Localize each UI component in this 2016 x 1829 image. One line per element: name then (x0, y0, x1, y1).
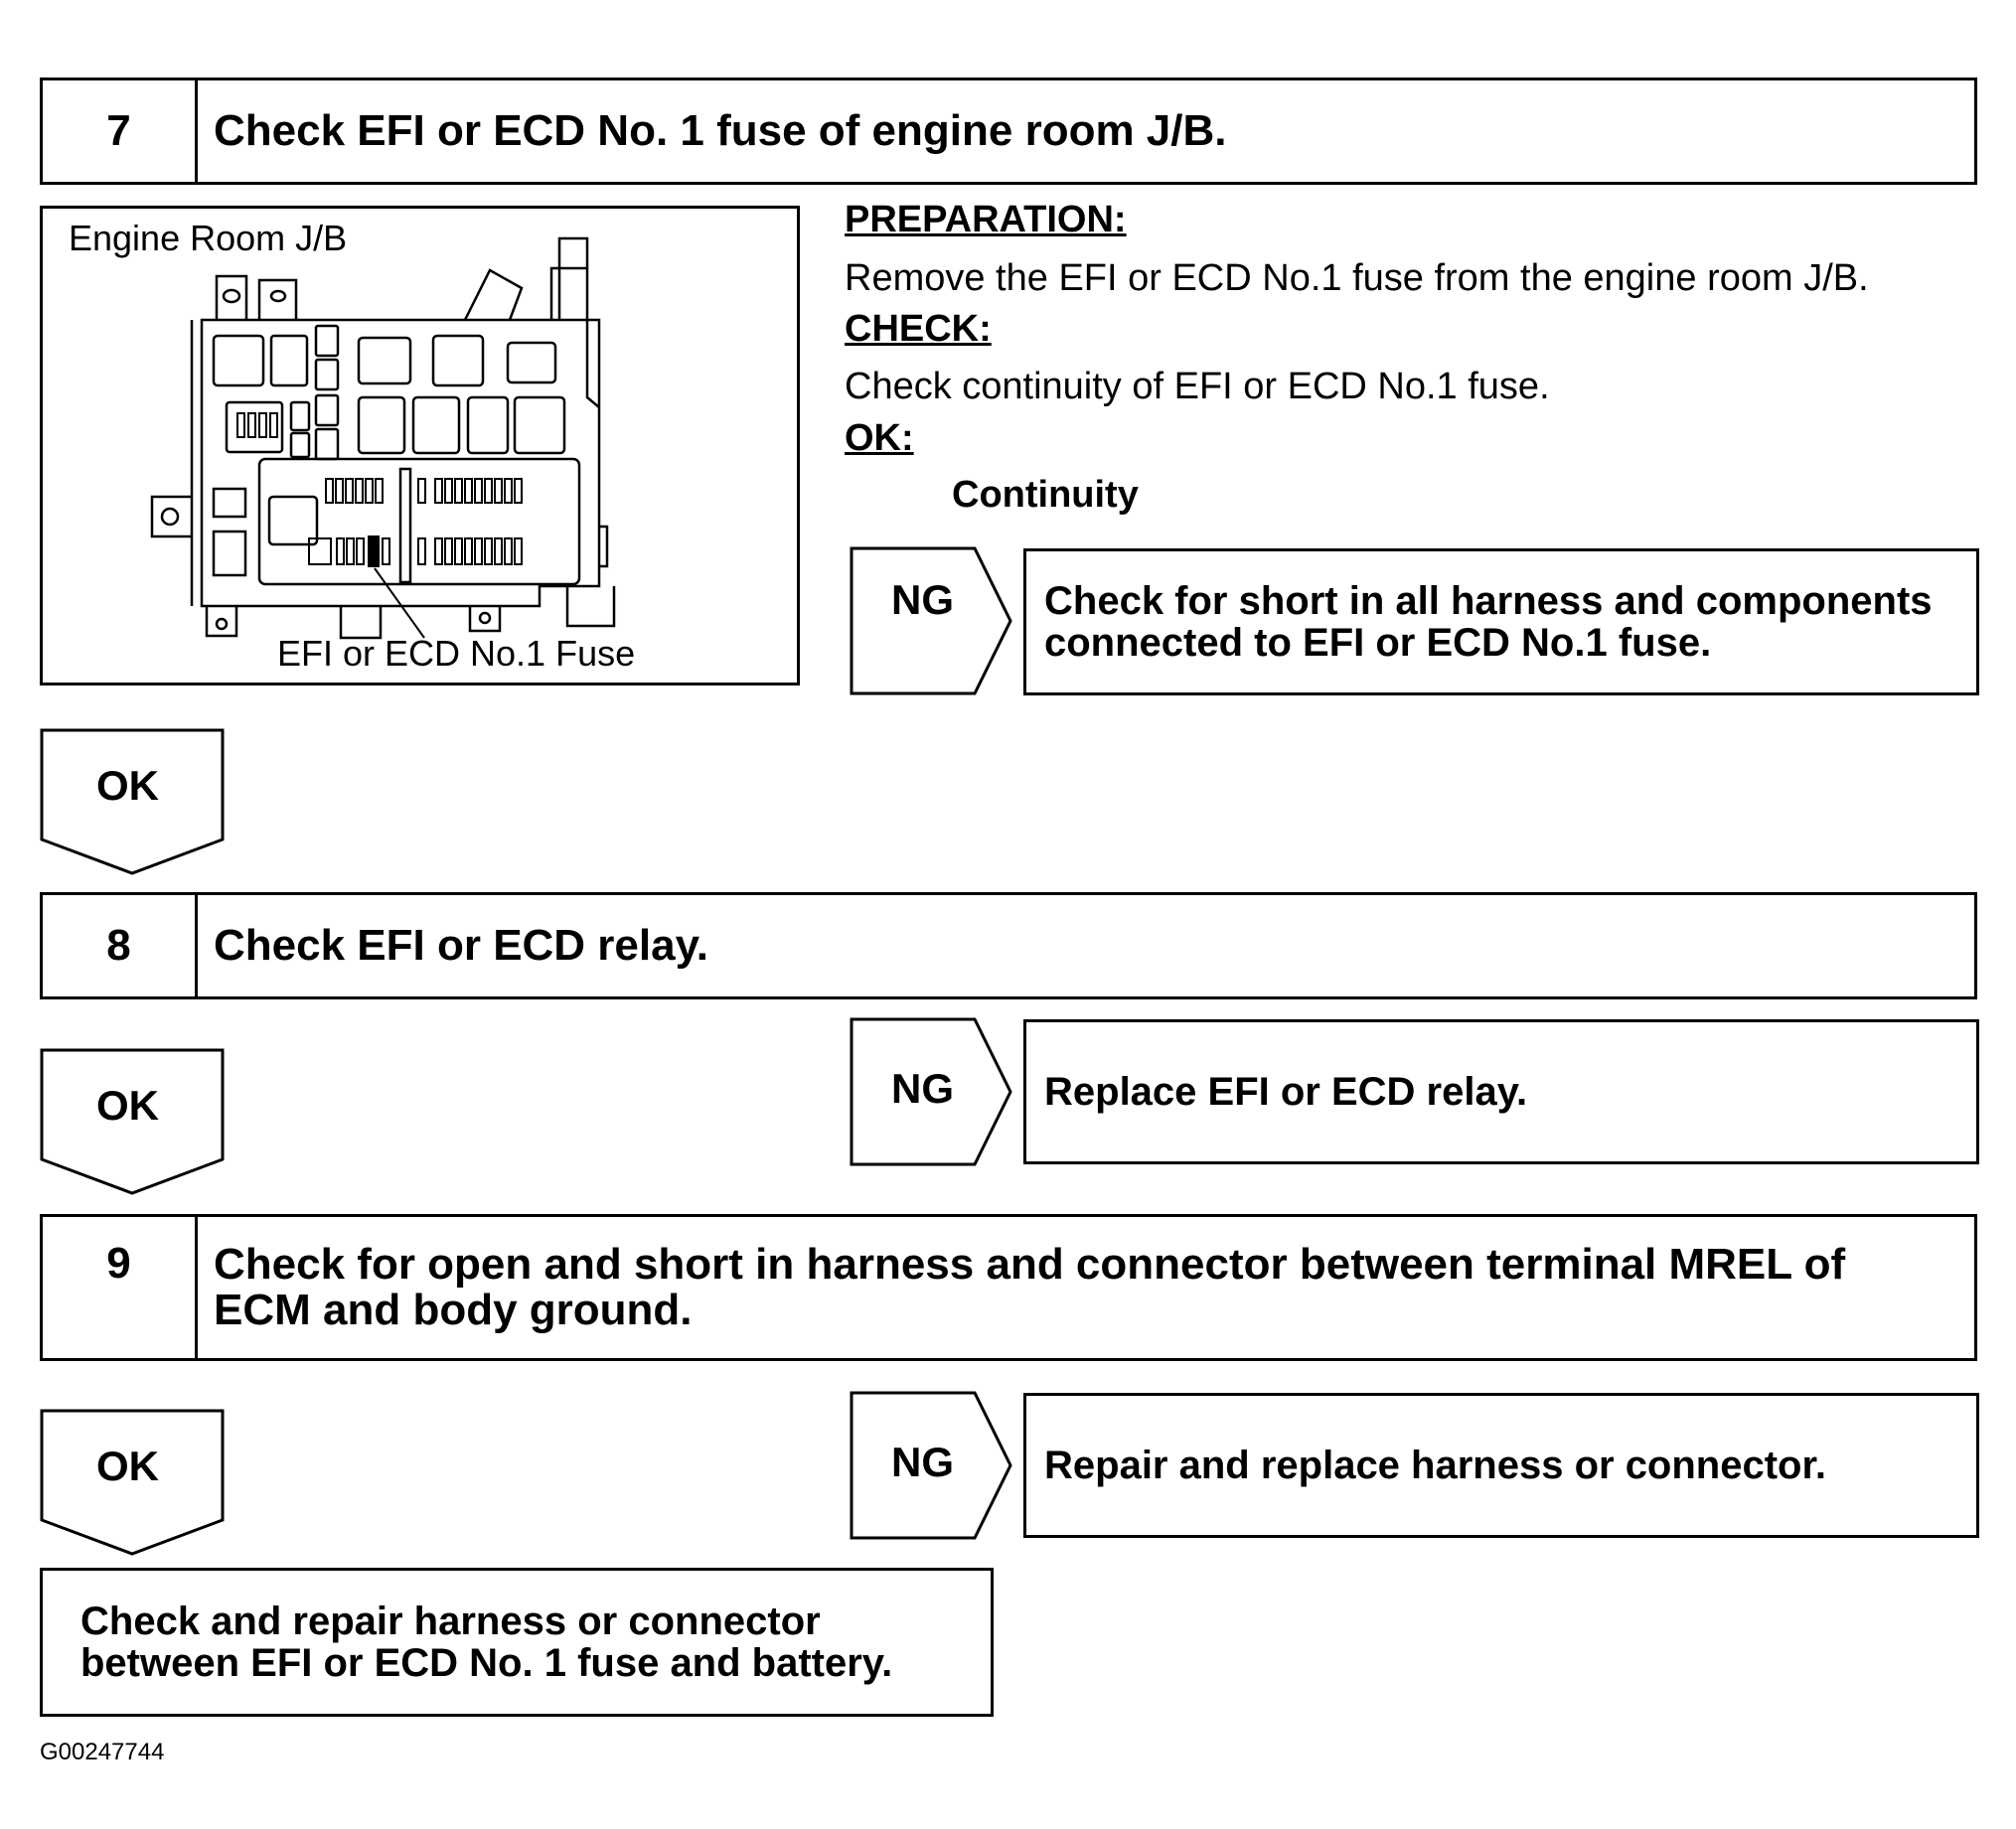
step-number: 8 (43, 895, 198, 996)
ng-result-box: Repair and replace harness or connector. (1023, 1393, 1979, 1538)
final-result-box: Check and repair harness or connector be… (40, 1568, 994, 1717)
ng-result-box: Replace EFI or ECD relay. (1023, 1019, 1979, 1164)
ok-arrow: OK (40, 1409, 226, 1558)
ok-arrow: OK (40, 1048, 226, 1197)
ng-result-box: Check for short in all harness and compo… (1023, 548, 1979, 695)
ok-heading: OK: (845, 417, 914, 459)
ng-label: NG (891, 1439, 954, 1485)
step-number: 9 (43, 1217, 198, 1358)
figure-id: G00247744 (40, 1739, 165, 1765)
ng-label: NG (891, 1065, 954, 1112)
check-heading: CHECK: (845, 308, 992, 350)
preparation-heading: PREPARATION: (845, 199, 1127, 240)
step-8-header: 8 Check EFI or ECD relay. (40, 892, 1977, 999)
engine-room-jb-figure: Engine Room J/B (40, 206, 800, 686)
step-title: Check EFI or ECD No. 1 fuse of engine ro… (214, 106, 1227, 155)
ok-value: Continuity (952, 474, 1139, 516)
step-title: Check EFI or ECD relay. (214, 921, 709, 970)
ok-label: OK (96, 1082, 159, 1129)
step-title: Check for open and short in harness and … (214, 1240, 1846, 1334)
ng-arrow: NG (850, 1391, 1013, 1540)
figure-title: Engine Room J/B (69, 218, 348, 258)
junction-block-drawing (150, 236, 616, 640)
fuse-callout-label: EFI or ECD No.1 Fuse (277, 633, 636, 674)
step-7-header: 7 Check EFI or ECD No. 1 fuse of engine … (40, 77, 1977, 185)
preparation-text: Remove the EFI or ECD No.1 fuse from the… (845, 257, 1869, 299)
step-9-header: 9 Check for open and short in harness an… (40, 1214, 1977, 1361)
ok-arrow: OK (40, 728, 226, 877)
ng-arrow: NG (850, 546, 1013, 695)
step-number: 7 (43, 80, 198, 182)
ng-arrow: NG (850, 1017, 1013, 1166)
ng-label: NG (891, 576, 954, 623)
check-text: Check continuity of EFI or ECD No.1 fuse… (845, 366, 1550, 407)
ok-label: OK (96, 762, 159, 809)
ok-label: OK (96, 1443, 159, 1489)
